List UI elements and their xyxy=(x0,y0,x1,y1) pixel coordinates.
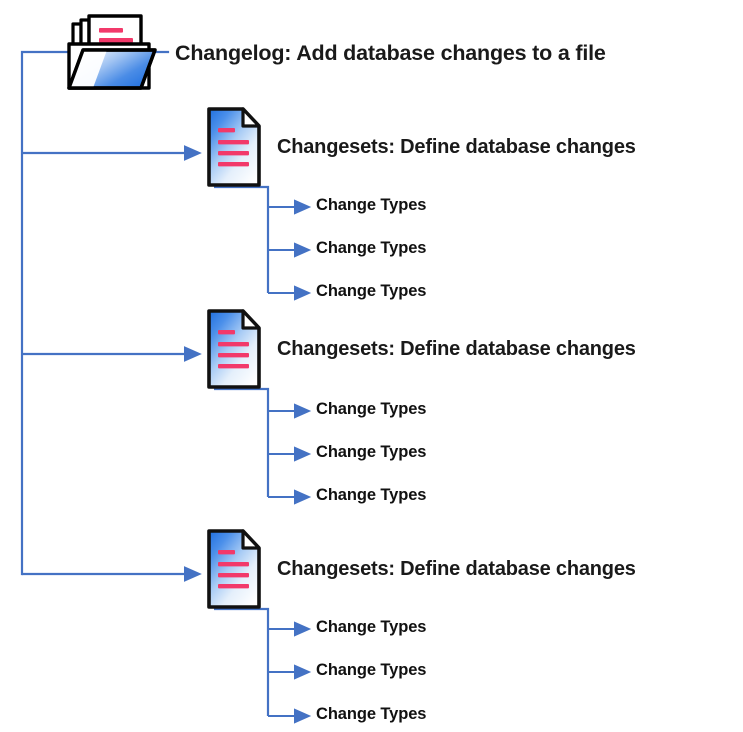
branch-node-changesets-2[interactable]: Changesets: Define database changes xyxy=(205,308,636,390)
leaf-node-label: Change Types xyxy=(316,486,427,504)
branch-node-label: Changesets: Define database changes xyxy=(277,557,636,580)
branch-node-changesets-1[interactable]: Changesets: Define database changes xyxy=(205,106,636,188)
root-trunk-connector xyxy=(20,50,170,576)
leaf-node-change-types[interactable]: Change Types xyxy=(316,196,426,215)
leaf-node-change-types[interactable]: Change Types xyxy=(316,661,426,680)
leaf-node-change-types[interactable]: Change Types xyxy=(316,239,426,258)
leaf-node-change-types[interactable]: Change Types xyxy=(316,618,426,637)
document-icon xyxy=(205,528,263,610)
leaf-node-label: Change Types xyxy=(316,239,427,257)
leaf-connectors-group-1 xyxy=(214,185,312,301)
document-icon xyxy=(205,106,263,188)
root-node-label: Changelog: Add database changes to a fil… xyxy=(175,40,606,65)
leaf-node-label: Change Types xyxy=(316,400,427,418)
leaf-node-change-types[interactable]: Change Types xyxy=(316,443,426,462)
branch-node-label: Changesets: Define database changes xyxy=(277,337,636,360)
leaf-node-change-types[interactable]: Change Types xyxy=(316,400,426,419)
leaf-node-label: Change Types xyxy=(316,282,427,300)
leaf-node-change-types[interactable]: Change Types xyxy=(316,486,426,505)
leaf-node-change-types[interactable]: Change Types xyxy=(316,282,426,301)
leaf-connectors-group-2 xyxy=(214,387,312,505)
leaf-node-label: Change Types xyxy=(316,618,427,636)
leaf-node-label: Change Types xyxy=(316,196,427,214)
branch-node-changesets-3[interactable]: Changesets: Define database changes xyxy=(205,528,636,610)
leaf-node-label: Change Types xyxy=(316,705,427,723)
leaf-node-label: Change Types xyxy=(316,661,427,679)
branch-node-label: Changesets: Define database changes xyxy=(277,135,636,158)
folder-with-documents-icon xyxy=(63,8,163,98)
leaf-node-change-types[interactable]: Change Types xyxy=(316,705,426,724)
leaf-node-label: Change Types xyxy=(316,443,427,461)
root-node-changelog[interactable]: Changelog: Add database changes to a fil… xyxy=(63,8,606,98)
leaf-connectors-group-3 xyxy=(214,607,312,724)
document-icon xyxy=(205,308,263,390)
